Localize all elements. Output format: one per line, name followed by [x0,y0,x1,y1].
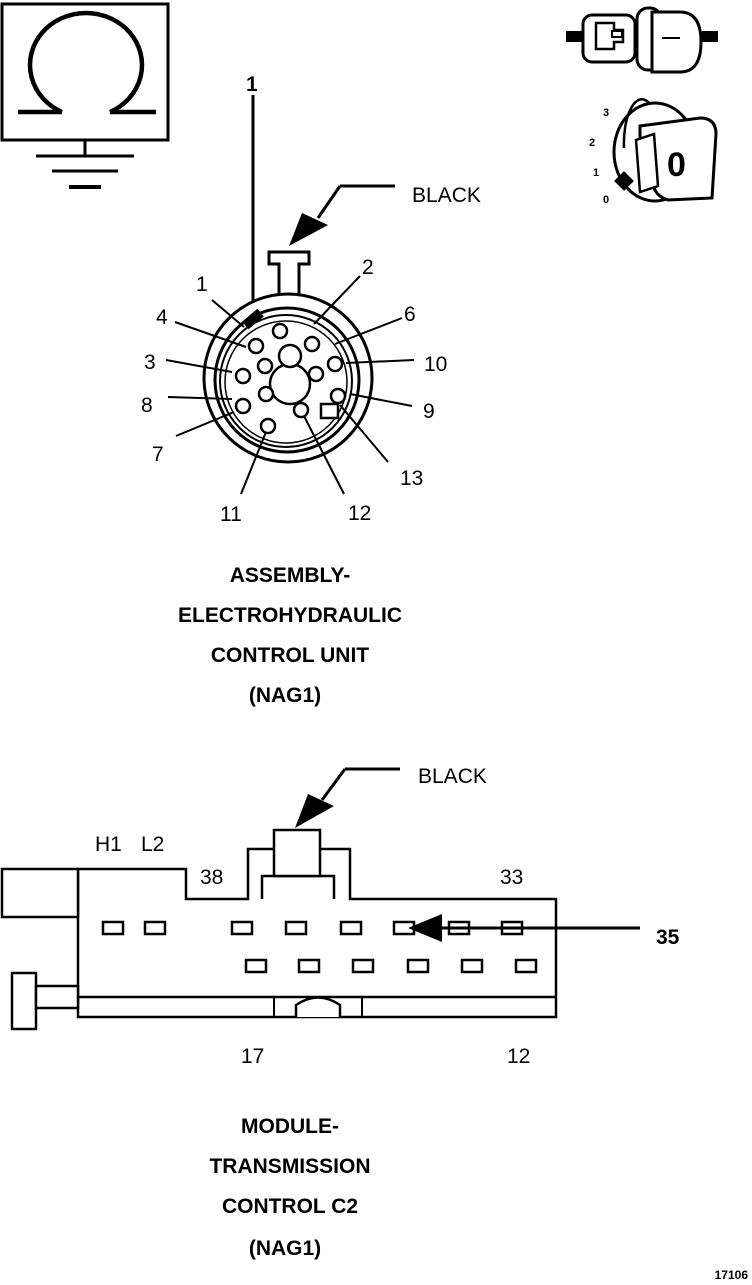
ecu-caption-line-4: (NAG1) [249,684,321,707]
ignition-position-0: 0 [603,194,609,206]
ecu-pin-2: 2 [362,256,374,279]
tcm-connector: BLACK H1 L2 38 [0,765,680,1068]
tcm-color-label: BLACK [418,765,487,788]
ecu-pin-13: 13 [400,467,423,490]
ecu-caption: ASSEMBLY- ELECTROHYDRAULIC CONTROL UNIT … [178,564,402,707]
tcm-pin-33: 33 [500,866,523,889]
ecu-caption-line-1: ASSEMBLY- [230,564,351,587]
ecu-pin-3: 3 [144,351,156,374]
ignition-position-1: 1 [593,167,599,179]
ecu-pin-4: 4 [156,306,168,329]
ecu-pin-1: 1 [196,273,208,296]
ignition-position-2: 2 [589,137,595,149]
ecu-pin-10: 10 [424,353,447,376]
tcm-pin-l2: L2 [141,833,164,856]
tcm-pin-12: 12 [507,1045,530,1068]
figure-number: 17106 [715,1268,749,1282]
tcm-pin-17: 17 [241,1045,264,1068]
ecu-color-label: BLACK [412,184,481,207]
tcm-caption-line-2: TRANSMISSION [209,1155,370,1178]
ecu-pin-7: 7 [152,443,164,466]
ecu-arrow-pin-label: 1 [246,73,258,96]
ecu-pin-9: 9 [423,400,435,423]
tcm-pin-38: 38 [200,866,223,889]
connector-plug-icon [566,6,718,74]
tcm-caption-line-1: MODULE- [241,1115,339,1138]
tcm-caption-line-3: CONTROL C2 [222,1195,358,1218]
tcm-caption: MODULE- TRANSMISSION CONTROL C2 (NAG1) [209,1115,370,1260]
ecu-connector: 1 BLACK [141,73,481,526]
ecu-pin-12: 12 [348,502,371,525]
tcm-pin-35: 35 [656,926,680,949]
ignition-switch-icon: 3 2 1 0 0 [589,98,718,206]
tcm-caption-line-4: (NAG1) [249,1237,321,1260]
ecu-caption-line-2: ELECTROHYDRAULIC [178,604,402,627]
ecu-pin-11: 11 [220,503,242,526]
ecu-pin-6: 6 [404,303,416,326]
ecu-pin-8: 8 [141,394,153,417]
ignition-position-3: 3 [603,107,609,119]
tcm-pin-h1: H1 [95,833,122,856]
ignition-key-letter: 0 [667,146,686,184]
ecu-caption-line-3: CONTROL UNIT [211,644,369,667]
ohmmeter-ground-icon [0,2,170,189]
